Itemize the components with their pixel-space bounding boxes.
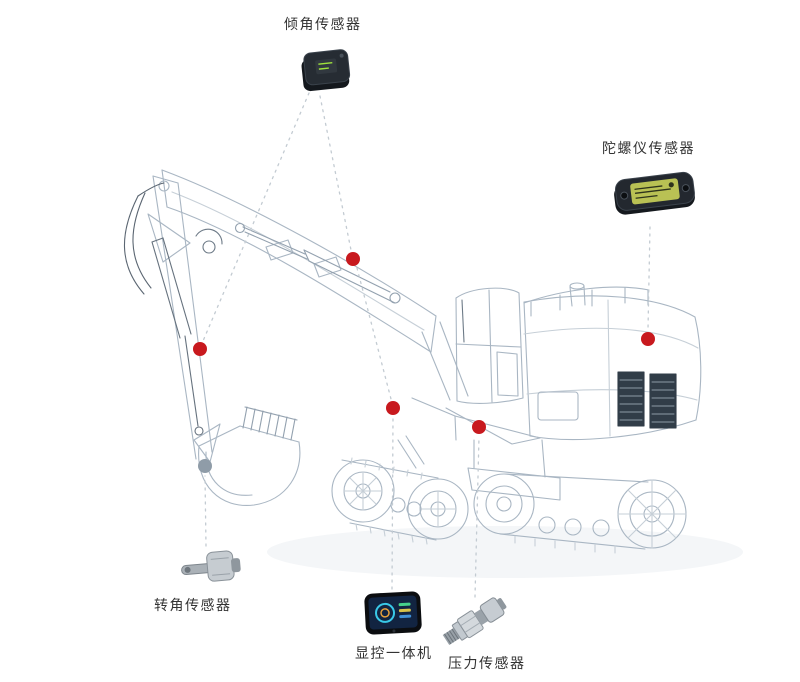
connector-pressure-to-chassis xyxy=(474,436,480,598)
connector-angle-to-bucket xyxy=(204,475,207,547)
gyro-sensor-image xyxy=(614,171,695,215)
hydraulic-hoses xyxy=(123,182,165,295)
excavator-wireframe xyxy=(123,169,702,554)
marker-body xyxy=(641,332,655,346)
carbody-frame xyxy=(397,435,561,501)
bucket-cylinder xyxy=(151,237,204,436)
sensor-markers xyxy=(193,252,655,473)
connector-lines xyxy=(202,92,651,598)
label-pressure-sensor: 压力传感器 xyxy=(448,655,526,671)
connector-gyro-to-body xyxy=(647,226,651,330)
ground-shadow xyxy=(267,526,743,578)
label-display-unit: 显控一体机 xyxy=(355,645,433,661)
track-left xyxy=(331,457,469,545)
engine-hood xyxy=(523,295,702,441)
tilt-sensor-image xyxy=(301,49,351,92)
marker-boom xyxy=(193,342,207,356)
label-gyro-sensor: 陀螺仪传感器 xyxy=(602,140,695,156)
excavator-boom xyxy=(158,169,437,353)
label-angle-sensor: 转角传感器 xyxy=(154,597,232,613)
marker-arm xyxy=(346,252,360,266)
track-right xyxy=(473,473,687,554)
display-unit-image xyxy=(364,591,422,635)
handrail xyxy=(523,286,650,317)
boom-cylinders xyxy=(234,222,401,304)
pressure-sensor-image xyxy=(442,597,507,646)
marker-chassis xyxy=(472,420,486,434)
excavator-cab xyxy=(455,287,524,404)
exhaust-pipe xyxy=(569,282,586,307)
label-tilt-sensor: 倾角传感器 xyxy=(284,16,362,32)
connector-tilt-to-arm xyxy=(319,95,352,251)
connector-tilt-to-boom xyxy=(202,92,310,342)
marker-bucket xyxy=(198,459,212,473)
boom-mount xyxy=(411,321,541,445)
angle-sensor-image xyxy=(181,550,241,582)
connector-display-to-cab-base xyxy=(391,417,394,590)
excavator-arm xyxy=(147,175,213,460)
marker-cab-base xyxy=(386,401,400,415)
bucket-linkage xyxy=(193,423,221,463)
connector-arm-to-cab-base xyxy=(356,267,392,400)
excavator-bucket xyxy=(198,406,301,506)
